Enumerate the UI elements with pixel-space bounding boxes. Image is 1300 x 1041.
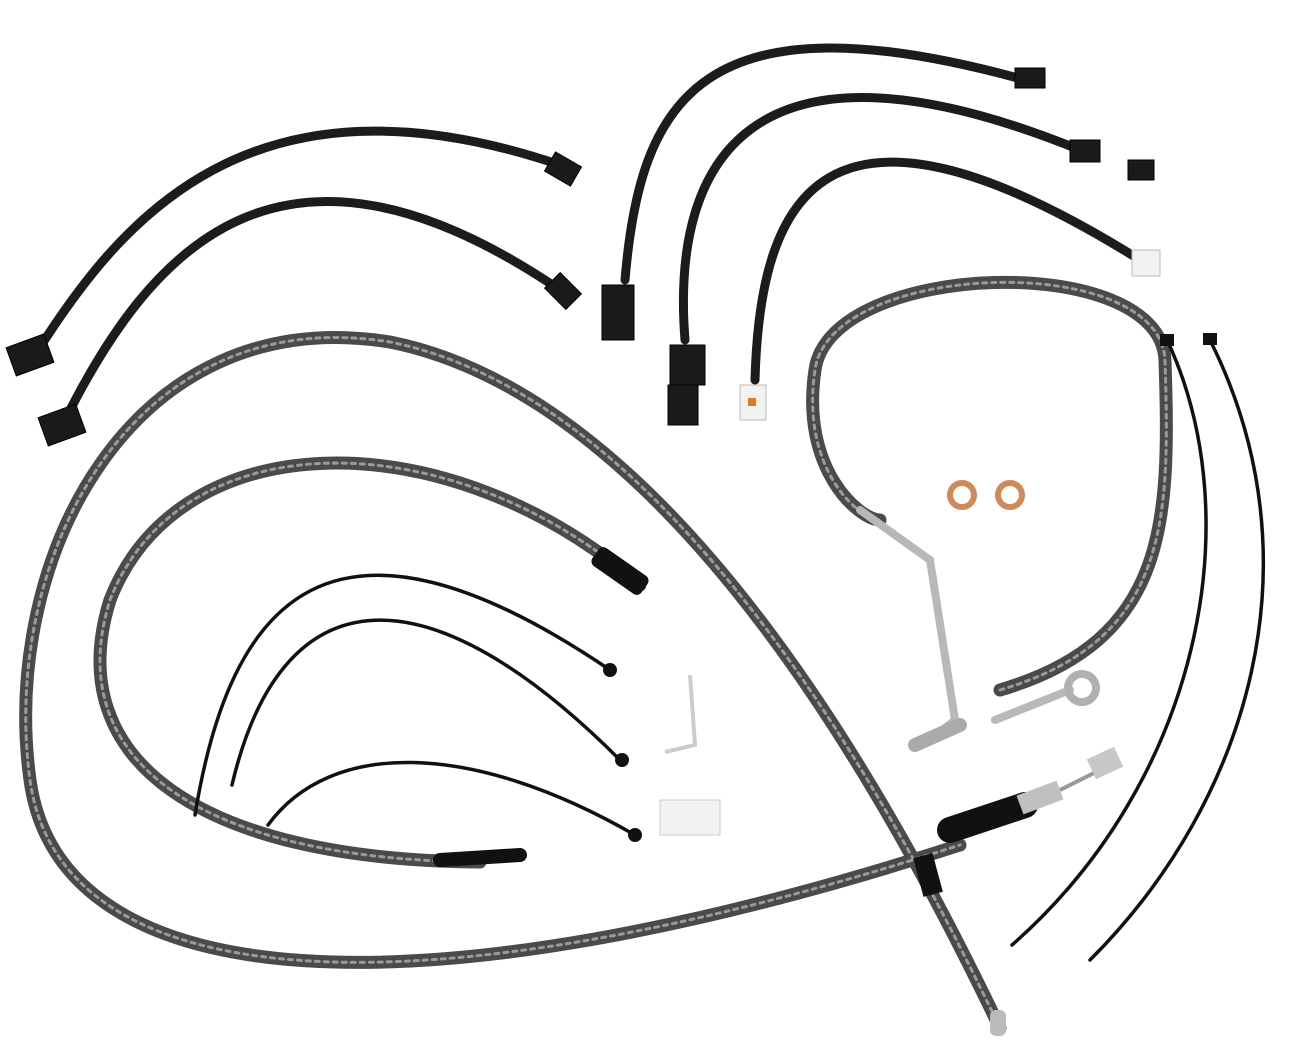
flare-fitting — [908, 718, 967, 752]
left-wire-harnesses — [5, 126, 583, 447]
copper-washer — [947, 480, 977, 510]
small-cable-ties — [193, 573, 642, 842]
banjo-fitting — [433, 848, 527, 867]
center-wire-harnesses — [601, 43, 1161, 426]
large-braided-cable — [19, 331, 1124, 1036]
copper-washer — [995, 480, 1025, 510]
banjo-eye — [1064, 670, 1100, 706]
inner-braided-cable — [93, 456, 649, 869]
long-cable-ties — [1010, 333, 1266, 962]
chrome-adjuster — [1016, 780, 1064, 815]
rubber-boot — [937, 792, 1038, 843]
end-fitting — [591, 547, 649, 595]
plastic-clip — [659, 799, 721, 836]
wire-clip — [664, 674, 698, 754]
clevis — [1086, 746, 1124, 780]
cable-end-eyelet — [990, 1010, 1006, 1036]
brake-line — [806, 275, 1173, 752]
cable-clamp — [913, 853, 943, 897]
